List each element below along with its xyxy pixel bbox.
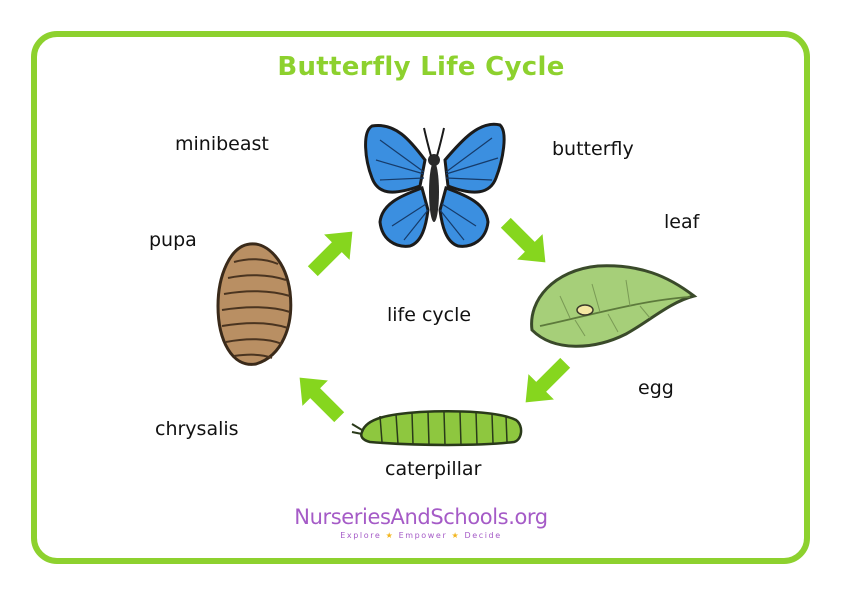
star-icon: ★ — [385, 531, 395, 540]
arrow-icon — [307, 231, 353, 277]
caterpillar-icon — [351, 410, 523, 447]
page-title: Butterfly Life Cycle — [277, 52, 565, 82]
label-leaf: leaf — [664, 211, 700, 233]
arrow-icon — [500, 217, 546, 263]
logo-suffix: .org — [508, 505, 548, 529]
label-butterfly: butterfly — [552, 138, 634, 160]
tagline-explore: Explore — [340, 531, 382, 540]
arrow-icon — [525, 357, 571, 403]
logo-tagline: Explore ★ Empower ★ Decide — [0, 531, 842, 540]
tagline-empower: Empower — [398, 531, 448, 540]
butterfly-icon — [364, 122, 506, 248]
logo-name: NurseriesAndSchools — [294, 505, 509, 529]
arrow-icon — [299, 377, 345, 423]
label-life-cycle: life cycle — [387, 304, 472, 326]
tagline-decide: Decide — [464, 531, 502, 540]
label-minibeast: minibeast — [175, 133, 269, 155]
label-pupa: pupa — [149, 229, 197, 251]
leaf-with-egg-icon — [530, 264, 698, 348]
label-caterpillar: caterpillar — [385, 458, 482, 480]
logo: NurseriesAndSchools.org — [0, 505, 842, 529]
label-chrysalis: chrysalis — [155, 418, 239, 440]
pupa-icon — [216, 242, 293, 366]
page-border — [31, 31, 810, 564]
label-egg: egg — [638, 377, 674, 399]
star-icon: ★ — [451, 531, 461, 540]
